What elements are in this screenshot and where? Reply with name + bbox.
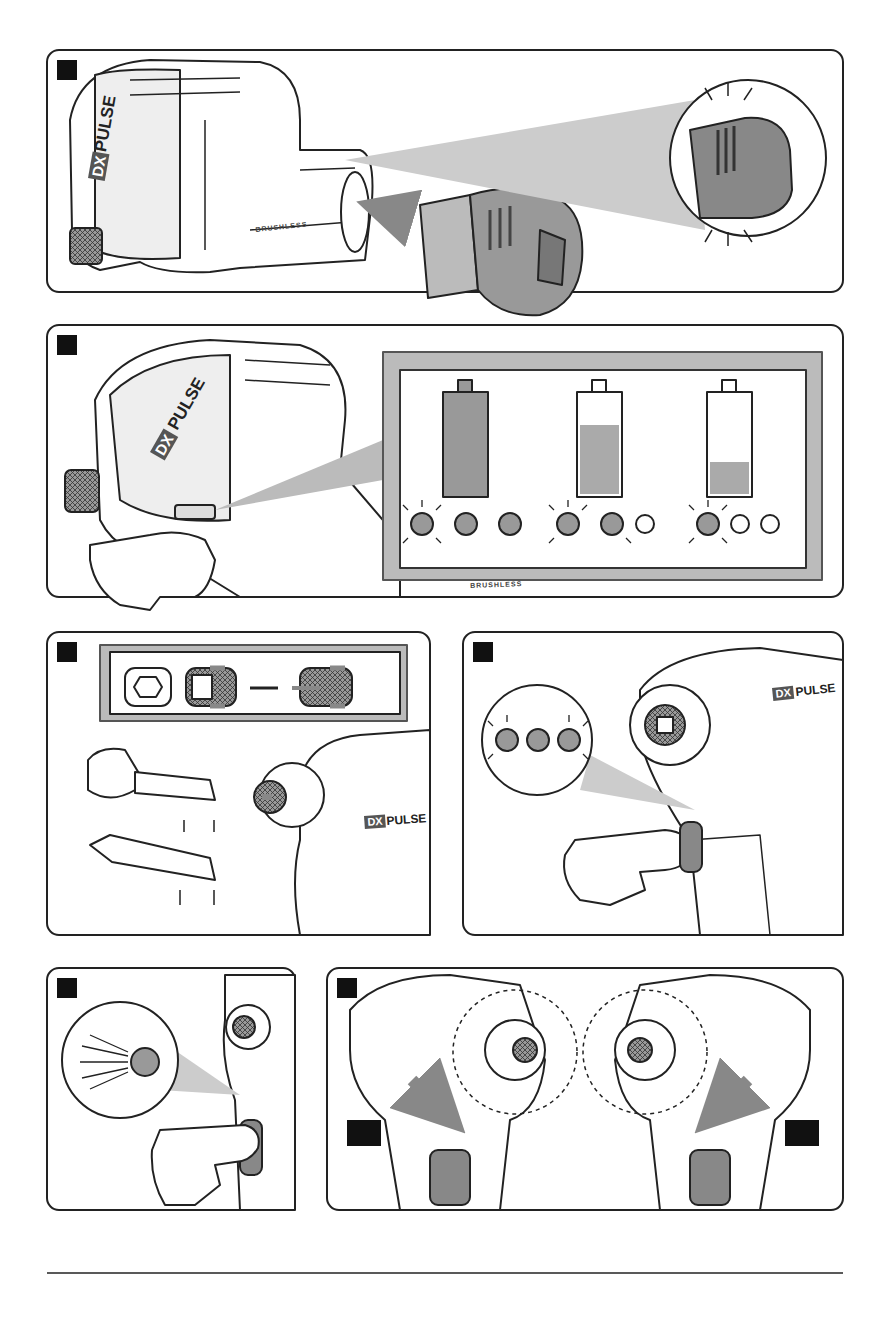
indicator-box (383, 352, 822, 580)
panel-frame (47, 968, 295, 1210)
panel-frame (327, 968, 843, 1210)
phillips-bit (90, 835, 215, 905)
direction-marker (785, 1120, 819, 1146)
pointing-hand (564, 822, 702, 905)
chuck-sequence (125, 668, 352, 706)
glow-lines (403, 500, 727, 543)
led-indicators (488, 715, 588, 759)
work-light (80, 1035, 159, 1089)
footer-rule (47, 1272, 843, 1274)
panel-frame (463, 632, 843, 935)
step-marker (337, 978, 357, 998)
impact-driver (254, 730, 430, 935)
battery-pack (420, 189, 582, 316)
impact-driver-front (350, 975, 577, 1210)
zoom-circle (670, 80, 826, 236)
body-marking: BRUSHLESS (470, 580, 522, 589)
indicator-inner (400, 370, 806, 568)
step-marker (57, 335, 77, 355)
step-marker (57, 60, 77, 80)
step-marker (57, 978, 77, 998)
zoom-wedge (580, 755, 695, 810)
pointing-hand (90, 532, 215, 610)
zoom-circle (482, 685, 592, 795)
battery-click-detail (690, 82, 792, 246)
zoom-circle (62, 1002, 178, 1118)
impact-driver-front (583, 975, 810, 1210)
step-marker (57, 642, 77, 662)
impact-driver (630, 648, 843, 935)
direction-marker (347, 1120, 381, 1146)
zoom-wedge (345, 100, 705, 230)
inset-inner (110, 652, 400, 714)
brand-logo: PULSE (386, 812, 427, 827)
pointing-hand (152, 1125, 259, 1205)
battery-level-full (411, 380, 521, 535)
impact-driver (70, 60, 373, 272)
insert-arrow (385, 210, 412, 218)
panel-frame (47, 632, 430, 935)
nut-driver-bit (88, 749, 215, 832)
inset-box (100, 645, 407, 721)
brand-logo: DX (364, 815, 386, 829)
brand-logo: DX (772, 686, 795, 701)
battery-level-low (697, 380, 779, 535)
battery-level-medium (557, 380, 654, 535)
zoom-wedge (215, 440, 383, 510)
step-marker (473, 642, 493, 662)
